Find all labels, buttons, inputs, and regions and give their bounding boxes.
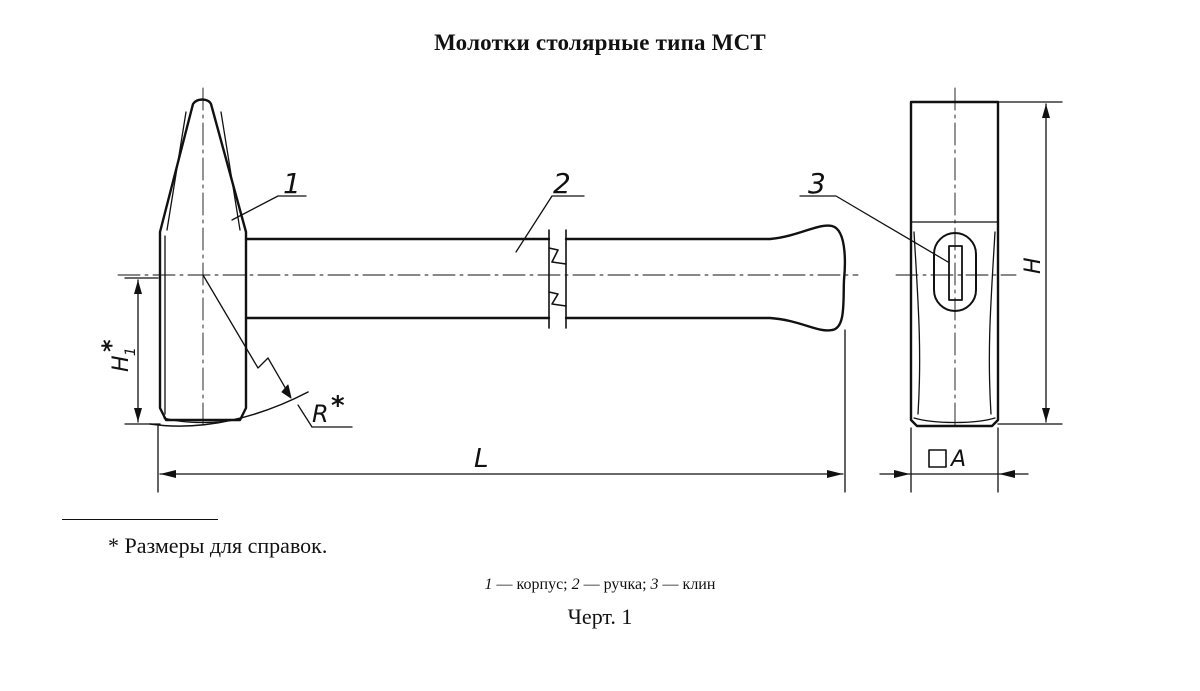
- h-dimension: [997, 101, 1063, 425]
- footnote: * Размеры для справок.: [108, 533, 328, 558]
- h-arrow-bottom: [1042, 408, 1050, 422]
- part1-label: 1: [283, 167, 301, 200]
- radius-arrowhead: [281, 384, 292, 399]
- part3-label: 3: [808, 167, 826, 200]
- hammer-head-front: [158, 98, 248, 424]
- part2-leader: [515, 195, 585, 253]
- page-title: Молотки столярные типа МСТ: [434, 30, 766, 55]
- svg-text:*: *: [97, 339, 125, 352]
- l-arrow-left: [160, 470, 176, 478]
- legend-text-1: — корпус;: [492, 576, 572, 593]
- footnote-divider: [62, 519, 218, 520]
- h1-label: H 1 *: [97, 339, 139, 372]
- a-arrow-left: [894, 470, 910, 478]
- hammer-head-side: [909, 100, 1000, 428]
- legend-num-3: 3: [650, 576, 659, 593]
- part3-leader: [799, 195, 949, 263]
- length-label: L: [474, 444, 489, 474]
- h1-arrow-top: [134, 280, 142, 294]
- legend-num-1: 1: [484, 576, 493, 593]
- radius-star: *: [331, 391, 345, 421]
- h1-dimension: [124, 277, 161, 425]
- square-symbol: [928, 449, 947, 468]
- a-arrow-right: [999, 470, 1015, 478]
- square-label: A: [949, 447, 966, 472]
- parts-legend: 1 — корпус; 2 — ручка; 3 — клин: [0, 576, 1200, 594]
- height-label: H: [1021, 257, 1046, 274]
- radius-leader: [149, 274, 353, 428]
- legend-text-3: — клин: [658, 576, 716, 593]
- radius-label: R: [312, 400, 329, 428]
- legend-num-2: 2: [571, 576, 580, 593]
- legend-text-2: — ручка;: [579, 576, 651, 593]
- h1-arrow-bottom: [134, 408, 142, 422]
- figure-caption: Черт. 1: [567, 604, 633, 629]
- l-arrow-right: [827, 470, 843, 478]
- l-dimension: [157, 329, 846, 493]
- h-arrow-top: [1042, 104, 1050, 118]
- svg-text:1: 1: [123, 347, 139, 356]
- part1-leader: [231, 195, 307, 221]
- handle: [244, 224, 847, 332]
- svg-text:H: H: [1021, 257, 1046, 274]
- part2-label: 2: [553, 167, 571, 200]
- svg-text:H: H: [109, 355, 134, 372]
